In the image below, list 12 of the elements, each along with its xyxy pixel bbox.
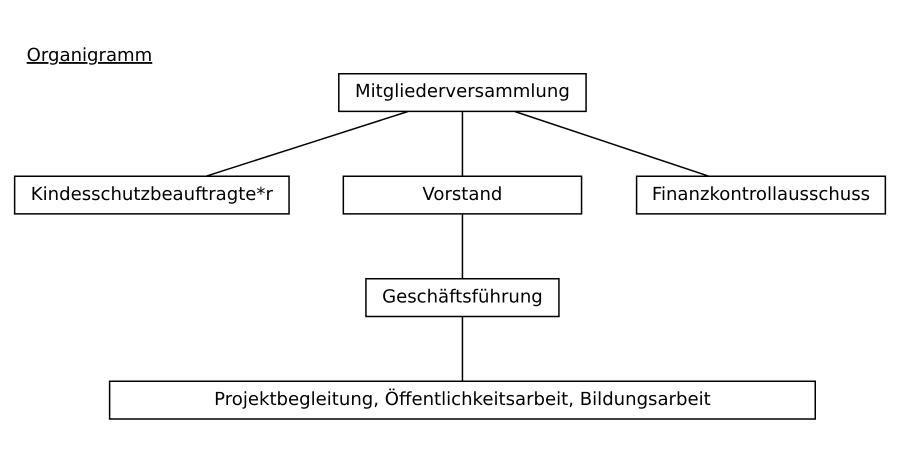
connector	[514, 110, 710, 177]
node-box: Projektbegleitung, Öffentlichkeitsarbeit, Bildungsarbeit	[108, 380, 816, 420]
connector	[462, 214, 464, 278]
diagram-title: Organigramm	[26, 45, 152, 66]
connector	[462, 316, 464, 381]
node-box: Geschäftsführung	[365, 278, 560, 318]
node-box: Vorstand	[342, 175, 582, 215]
connector	[462, 112, 464, 176]
node-box: Finanzkontrollausschuss	[636, 175, 886, 215]
node-box: Mitgliederversammlung	[338, 72, 587, 112]
connector	[206, 110, 408, 177]
node-box: Kindesschutzbeauftragte*r	[14, 175, 290, 215]
